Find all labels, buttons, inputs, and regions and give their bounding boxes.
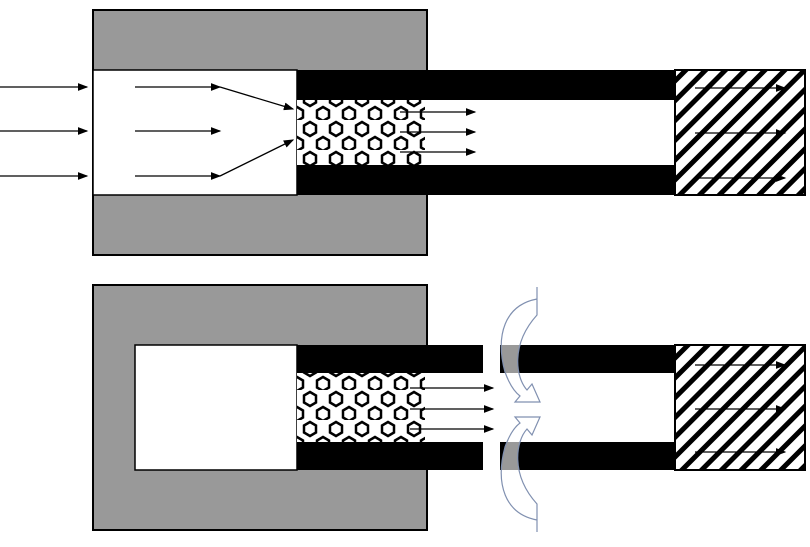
curved-arrow-icon [500,287,541,403]
top-panel [0,9,806,256]
flow-arrow [219,86,295,111]
hatched-block [674,344,806,471]
tube-wall-bottom-left [297,442,483,470]
powder-bed [297,373,425,442]
flow-arrow [219,139,295,177]
bottom-panel [92,284,806,532]
tube-wall-top [297,70,675,100]
tube-wall-bottom [297,165,675,195]
chamber [134,344,298,471]
flow-arrows [410,361,787,456]
flow-arrows [0,83,787,182]
chamber [92,69,298,196]
tube-wall-bottom-right [500,442,675,470]
tube-wall-top-right [500,345,675,373]
curved-arrow-icon [500,416,541,532]
tube-wall-top-left [297,345,483,373]
